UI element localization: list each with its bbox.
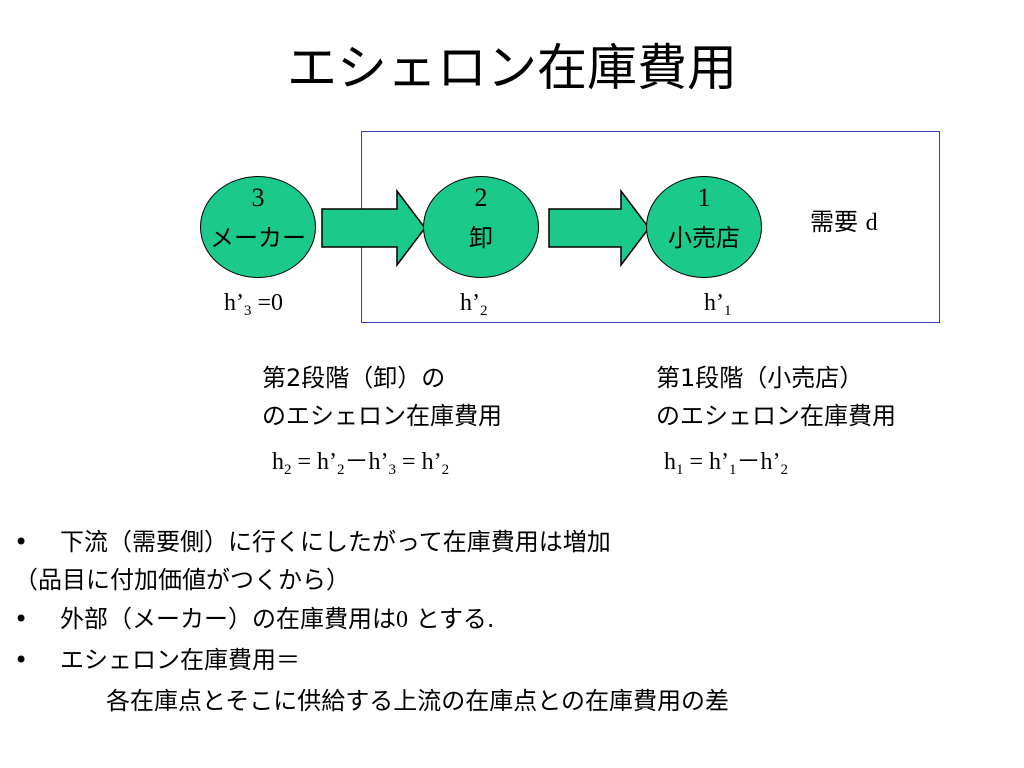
node-wholesaler [423,176,539,278]
caption-stage1-line2: のエシェロン在庫費用 [656,402,896,430]
caption-stage1-line1: 第1段階（小売店） [656,364,864,392]
bullet-1-text: 下流（需要側）に行くにしたがって在庫費用は増加 [60,528,611,556]
node-retailer [646,176,762,278]
demand-text: 需要 [810,208,858,236]
bullet-3-text: エシェロン在庫費用＝ [60,646,300,674]
node-wholesaler-label: 卸 [469,224,493,252]
holding-cost-retailer: h’1 [704,290,732,319]
bullet-marker: • [14,528,29,556]
formula-stage2: h2 = h’2－h’3 = h’2 [272,449,450,478]
bullet-1: • 下流（需要側）に行くにしたがって在庫費用は増加 [14,527,611,557]
arrow-maker-to-wholesaler [321,188,426,268]
demand-label: 需要 d [810,207,878,238]
holding-cost-maker: h’3 =0 [224,290,284,319]
bullet-marker: • [14,605,29,633]
caption-stage2-line2: のエシェロン在庫費用 [262,402,502,430]
bullet-2-number: 0 [396,607,408,633]
node-retailer-number: 1 [697,183,711,212]
bullet-3-continuation: 各在庫点とそこに供給する上流の在庫点との在庫費用の差 [106,687,730,715]
demand-symbol: d [865,210,878,236]
holding-cost-wholesaler: h’2 [460,290,488,319]
bullet-2-text: 外部（メーカー）の在庫費用は [60,605,396,633]
bullet-1-continuation: （品目に付加価値がつくから） [14,566,350,594]
bullet-2-text-end: とする. [408,605,495,633]
bullet-marker: • [14,646,29,674]
node-maker-number: 3 [251,183,265,212]
bullet-2: • 外部（メーカー）の在庫費用は0 とする. [14,604,495,635]
arrow-wholesaler-to-retailer [548,188,650,268]
formula-stage1: h1 = h’1－h’2 [664,449,789,478]
node-retailer-label: 小売店 [668,224,740,252]
slide-title: エシェロン在庫費用 [287,39,737,97]
caption-stage2-line1: 第2段階（卸）の [262,364,446,392]
bullet-3: • エシェロン在庫費用＝ [14,645,300,675]
node-maker-label: メーカー [210,224,306,252]
node-maker [200,176,316,278]
node-wholesaler-number: 2 [474,183,488,212]
